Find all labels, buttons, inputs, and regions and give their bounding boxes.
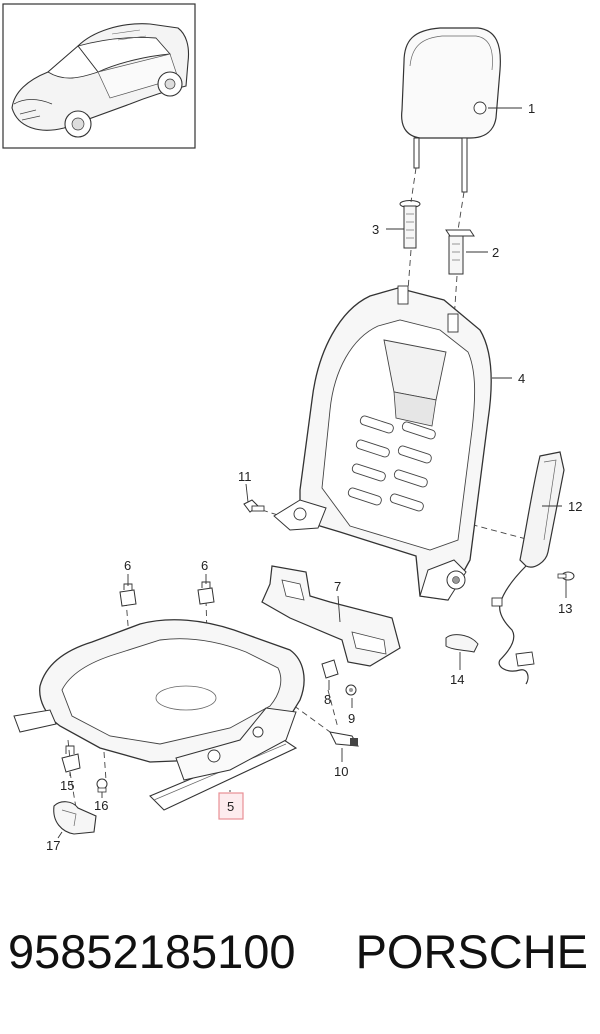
bolt-11 bbox=[243, 499, 265, 513]
headrest-guide-2 bbox=[445, 229, 475, 275]
bracket-15 bbox=[61, 745, 81, 773]
callout-14[interactable]: 14 bbox=[450, 672, 464, 687]
callout-1[interactable]: 1 bbox=[528, 101, 535, 116]
bracket-7 bbox=[261, 565, 401, 667]
leader-lines bbox=[57, 107, 567, 839]
callout-15[interactable]: 15 bbox=[60, 778, 74, 793]
callout-6-left[interactable]: 6 bbox=[124, 558, 131, 573]
callout-8[interactable]: 8 bbox=[324, 692, 331, 707]
callout-6-right[interactable]: 6 bbox=[201, 558, 208, 573]
callout-11[interactable]: 11 bbox=[238, 469, 252, 484]
brand-name: PORSCHE bbox=[355, 925, 588, 978]
callout-2[interactable]: 2 bbox=[492, 245, 499, 260]
connector-10 bbox=[329, 731, 359, 747]
callout-9[interactable]: 9 bbox=[348, 711, 355, 726]
nut-9 bbox=[345, 684, 357, 696]
headrest-guide-3 bbox=[399, 200, 421, 249]
callout-4[interactable]: 4 bbox=[518, 371, 525, 386]
seat-frame-base bbox=[13, 619, 305, 811]
backrest-frame bbox=[273, 285, 492, 601]
screw-16 bbox=[96, 778, 108, 793]
side-airbag bbox=[491, 451, 565, 685]
footer: 95852185100 PORSCHE bbox=[0, 924, 600, 994]
vehicle-thumbnail bbox=[2, 3, 196, 149]
callout-16[interactable]: 16 bbox=[94, 798, 108, 813]
highlight-box-5 bbox=[218, 792, 244, 820]
clip-6-right bbox=[197, 581, 215, 605]
callout-3[interactable]: 3 bbox=[372, 222, 379, 237]
callout-12[interactable]: 12 bbox=[568, 499, 582, 514]
clip-6-left bbox=[119, 583, 137, 607]
callout-13[interactable]: 13 bbox=[558, 601, 572, 616]
callout-5[interactable]: 5 bbox=[227, 799, 234, 814]
headrest bbox=[401, 27, 501, 193]
callout-10[interactable]: 10 bbox=[334, 764, 348, 779]
callout-17[interactable]: 17 bbox=[46, 838, 60, 853]
part-number: 95852185100 bbox=[8, 925, 296, 978]
callout-7[interactable]: 7 bbox=[334, 579, 341, 594]
cover-17 bbox=[53, 801, 97, 835]
screw-13 bbox=[557, 571, 575, 581]
clip-8 bbox=[321, 659, 339, 679]
trim-cover-14 bbox=[445, 634, 479, 653]
